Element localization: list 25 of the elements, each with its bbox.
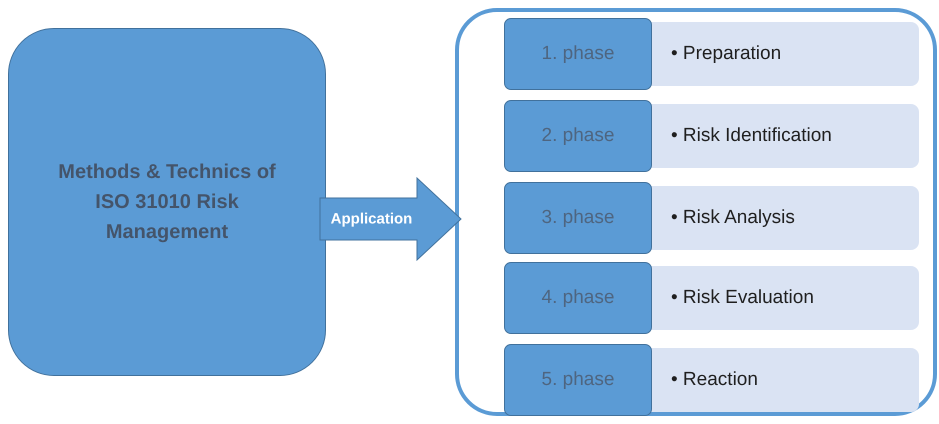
phase-label: 4. phase (542, 287, 614, 309)
phase-label: 2. phase (542, 125, 614, 147)
step-bar (649, 104, 919, 168)
step-text: • Risk Analysis (671, 207, 795, 229)
phase-label: 3. phase (542, 207, 614, 229)
step-bar (649, 266, 919, 330)
edge-label: Application (330, 210, 412, 228)
block-arrow (320, 176, 462, 262)
step-bar (649, 348, 919, 412)
step-text: • Risk Evaluation (671, 287, 814, 309)
step-bar (649, 22, 919, 86)
phase-box (504, 262, 652, 334)
phase-box (504, 100, 652, 172)
phase-box (504, 344, 652, 416)
process-box (8, 28, 326, 376)
phase-label: 5. phase (542, 369, 614, 391)
group-frame (455, 8, 937, 416)
step-text: • Risk Identification (671, 125, 832, 147)
phase-box (504, 182, 652, 254)
box-text: Methods & Technics of ISO 31010 Risk Management (57, 160, 277, 245)
phase-label: 1. phase (542, 43, 614, 65)
phase-box (504, 18, 652, 90)
step-text: • Reaction (671, 369, 758, 391)
step-text: • Preparation (671, 43, 782, 65)
step-bar (649, 186, 919, 250)
